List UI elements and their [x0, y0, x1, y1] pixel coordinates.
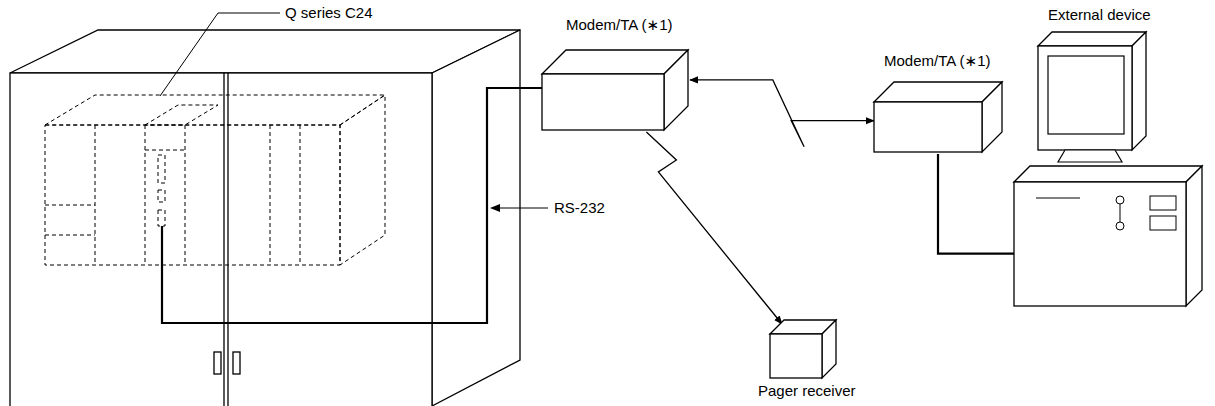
arrowhead: [490, 204, 500, 212]
device-label: Pager receiver: [752, 380, 862, 400]
door-handle: [214, 352, 221, 374]
plc-dashed: [45, 95, 385, 265]
device-shape: [752, 318, 862, 380]
communication-link: [938, 154, 1015, 254]
leader-arrow: [497, 208, 548, 209]
device-node: Modem/TA (∗1): [540, 16, 692, 132]
cabinet-side: [432, 30, 520, 406]
device-node: Modem/TA (∗1): [872, 52, 1004, 154]
door-handle: [233, 352, 240, 374]
signal-name: RS-232: [552, 199, 607, 217]
device-shape: [540, 48, 692, 132]
cabinet-front: [10, 73, 432, 406]
device-shape: [872, 80, 1004, 154]
device-label: Modem/TA (∗1): [540, 16, 692, 34]
leader-line: [160, 13, 280, 96]
device-label: External device: [1010, 6, 1206, 24]
device-node: Pager receiver: [752, 318, 862, 400]
device-node: External device: [1010, 6, 1206, 310]
device-label: Modem/TA (∗1): [872, 52, 1004, 70]
cabinet-top: [10, 30, 520, 73]
communication-link: [646, 132, 782, 324]
communication-link: [690, 80, 874, 147]
rs232-cable: [162, 88, 545, 323]
part-name: Q series C24: [283, 4, 375, 22]
device-shape: [1010, 28, 1206, 310]
